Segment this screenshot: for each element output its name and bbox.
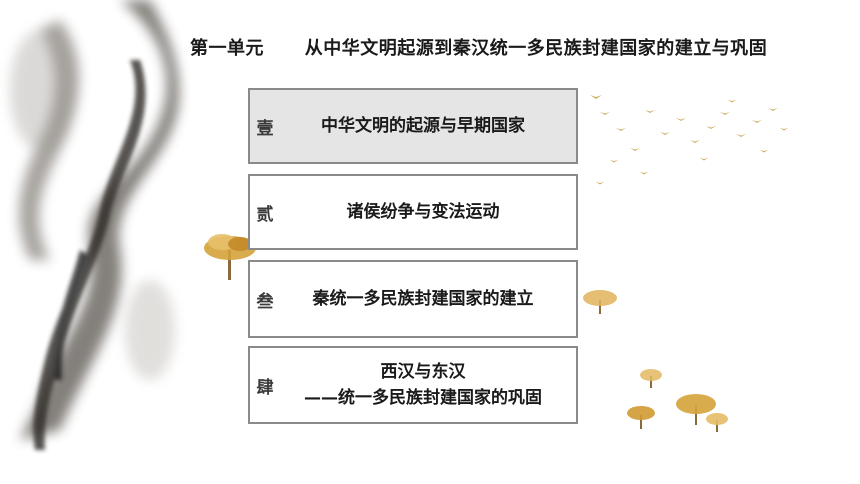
toc-item-3[interactable]: 叁 秦统一多民族封建国家的建立 — [248, 260, 578, 338]
toc-item-number: 肆 — [256, 377, 274, 398]
flying-birds-icon — [590, 95, 788, 185]
page-title: 第一单元 从中华文明起源到秦汉统一多民族封建国家的建立与巩固 — [190, 34, 767, 60]
toc-item-title: 秦统一多民族封建国家的建立 — [312, 289, 534, 309]
toc-item-1[interactable]: 壹 中华文明的起源与早期国家 — [248, 88, 578, 164]
toc-item-title-line2: ——统一多民族封建国家的巩固 — [304, 388, 542, 408]
golden-tree-icon — [627, 394, 728, 432]
toc-item-number: 壹 — [256, 118, 274, 139]
toc-item-4[interactable]: 肆 西汉与东汉 ——统一多民族封建国家的巩固 — [248, 346, 578, 424]
golden-tree-icon — [640, 369, 662, 388]
toc-item-number: 叁 — [256, 291, 274, 312]
unit-label: 第一单元 — [190, 38, 264, 59]
golden-tree-icon — [583, 290, 617, 314]
unit-title: 从中华文明起源到秦汉统一多民族封建国家的建立与巩固 — [304, 38, 768, 59]
toc-item-2[interactable]: 贰 诸侯纷争与变法运动 — [248, 174, 578, 250]
toc-item-number: 贰 — [256, 204, 274, 225]
ink-smoke-decoration — [10, 0, 180, 450]
toc-item-title: 诸侯纷争与变法运动 — [346, 202, 500, 222]
toc-item-title: 中华文明的起源与早期国家 — [321, 116, 525, 136]
toc-item-title-line1: 西汉与东汉 — [380, 362, 466, 382]
